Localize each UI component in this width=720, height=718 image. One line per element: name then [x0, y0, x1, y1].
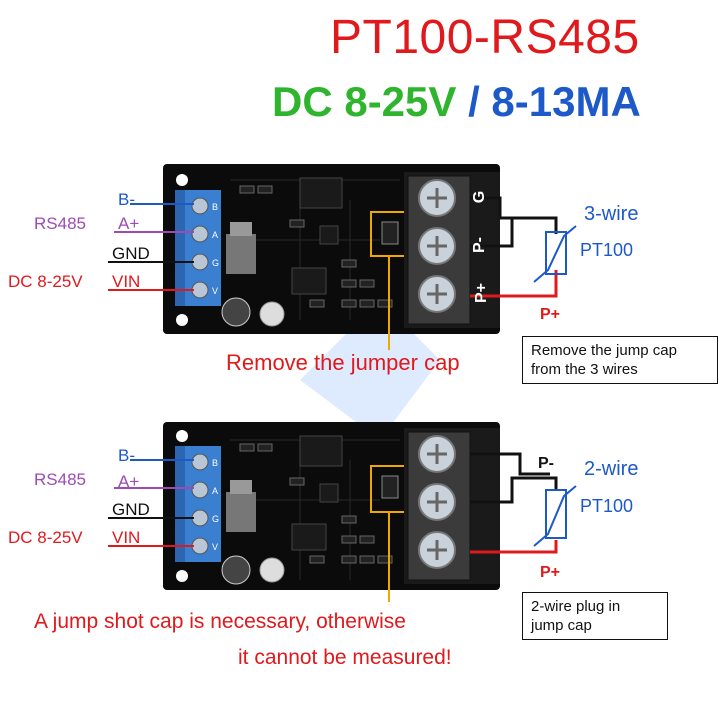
bottom-pin-vin-label: VIN — [112, 528, 141, 547]
top-terminal-p-plus: P+ — [473, 282, 491, 304]
bottom-pin-a-label: A+ — [118, 472, 140, 491]
svg-text:G: G — [212, 514, 219, 524]
top-caption: Remove the jumper cap — [226, 350, 460, 375]
bottom-dc-label: DC 8-25V — [8, 528, 83, 547]
svg-text:B: B — [212, 202, 218, 212]
svg-text:G: G — [212, 258, 219, 268]
top-note: Remove the jump cap from the 3 wires — [522, 336, 718, 384]
voltage-range: DC 8-25V — [272, 78, 457, 125]
bottom-caption-line-2: it cannot be measured! — [238, 646, 452, 669]
bottom-mode-label: 2-wire — [584, 458, 639, 480]
top-board: B A G V — [108, 164, 577, 350]
rs485-terminal-block: B A G V — [175, 190, 221, 306]
bottom-sensor-label: PT100 — [580, 496, 634, 516]
svg-text:A: A — [212, 486, 218, 496]
top-rs485-label: RS485 — [34, 214, 86, 233]
top-mode-label: 3-wire — [584, 203, 639, 225]
top-pin-a-label: A+ — [118, 214, 140, 233]
top-note-line-2: from the 3 wires — [531, 361, 638, 378]
top-p-plus-label: P+ — [540, 306, 561, 323]
bottom-p-minus-label: P- — [538, 455, 554, 472]
bottom-p-plus-label: P+ — [540, 564, 561, 581]
top-sensor-label: PT100 — [580, 240, 634, 260]
current-range: 8-13MA — [491, 78, 641, 125]
svg-text:V: V — [212, 542, 218, 552]
bottom-note-line-1: 2-wire plug in — [531, 598, 621, 615]
bottom-pin-b-label: B- — [118, 446, 135, 465]
subtitle-separator: / — [468, 78, 480, 125]
page-subtitle: DC 8-25V / 8-13MA — [272, 78, 712, 126]
svg-text:V: V — [212, 286, 218, 296]
top-dc-label: DC 8-25V — [8, 272, 83, 291]
top-terminal-p-minus: P- — [471, 237, 488, 253]
page-title: PT100-RS485 — [330, 11, 640, 64]
svg-text:A: A — [212, 230, 218, 240]
sensor-terminal-block-bottom — [404, 428, 500, 584]
top-terminal-g: G — [471, 190, 489, 204]
rs485-terminal-block-bottom: B A G V — [175, 446, 221, 562]
top-pin-vin-label: VIN — [112, 272, 141, 291]
bottom-note: 2-wire plug in jump cap — [522, 592, 668, 640]
top-pin-gnd-label: GND — [112, 244, 150, 263]
bottom-caption-line-1: A jump shot cap is necessary, otherwise — [34, 610, 406, 633]
bottom-rs485-label: RS485 — [34, 470, 86, 489]
bottom-pin-gnd-label: GND — [112, 500, 150, 519]
bottom-note-line-2: jump cap — [531, 617, 592, 634]
top-pin-b-label: B- — [118, 190, 135, 209]
svg-text:B: B — [212, 458, 218, 468]
bottom-board: B A G V — [108, 422, 577, 602]
top-note-line-1: Remove the jump cap — [531, 342, 677, 359]
